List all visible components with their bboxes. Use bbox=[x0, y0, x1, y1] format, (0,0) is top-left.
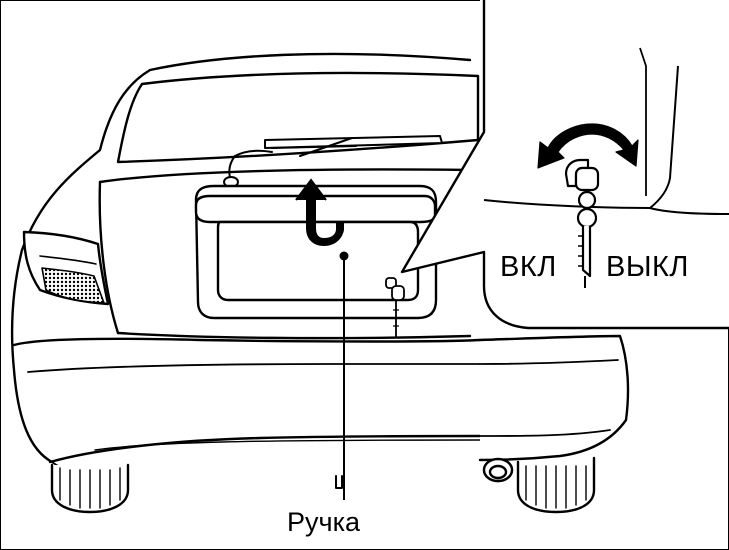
lock-off-label: ВЫКЛ bbox=[606, 251, 689, 283]
handle-leader-line bbox=[339, 251, 349, 500]
rear-window bbox=[116, 71, 480, 164]
key-in-lock-small bbox=[385, 277, 405, 338]
handle-label: Ручка bbox=[287, 507, 360, 537]
inset-trunk-edge bbox=[483, 65, 679, 210]
inset-border bbox=[400, 0, 729, 330]
car-rear-view bbox=[10, 52, 514, 514]
lift-arrow-icon bbox=[295, 178, 344, 246]
trunk-bottom-edge bbox=[116, 331, 472, 340]
rear-wiper bbox=[223, 135, 443, 188]
lock-detail-inset bbox=[400, 0, 729, 330]
lock-on-label: ВКЛ bbox=[500, 251, 557, 283]
rear-bumper bbox=[12, 337, 482, 347]
car-left-side bbox=[10, 248, 54, 464]
right-tire bbox=[516, 456, 596, 514]
trunk-left-edge bbox=[98, 180, 120, 335]
rotation-arrow-icon bbox=[537, 123, 639, 169]
key-icon bbox=[564, 158, 600, 288]
license-plate bbox=[216, 220, 420, 302]
left-tire bbox=[50, 463, 130, 514]
car-right-lower bbox=[478, 334, 630, 514]
trunk-lid bbox=[98, 168, 472, 184]
car-body-outline bbox=[20, 52, 472, 252]
